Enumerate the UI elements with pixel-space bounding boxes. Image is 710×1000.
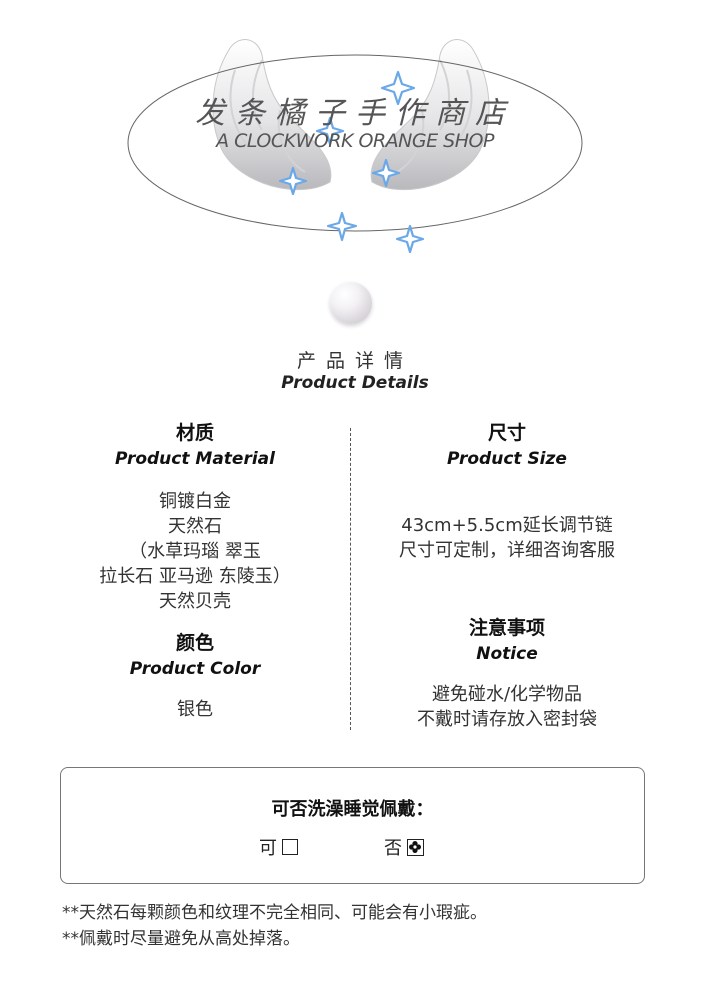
material-block: 材质 Product Material 铜镀白金 天然石 （水草玛瑙 翠玉 拉长… bbox=[40, 418, 350, 614]
wear-question-box: 可否洗澡睡觉佩戴： 可 否 bbox=[60, 767, 645, 884]
notice-title-cn: 注意事项 bbox=[468, 617, 545, 639]
sparkle-icon bbox=[395, 224, 425, 254]
section-title-cn: 产品详情 bbox=[296, 350, 413, 372]
size-line: 尺寸可定制，详细咨询客服 bbox=[399, 540, 615, 561]
size-block: 尺寸 Product Size 43cm+5.5cm延长调节链 尺寸可定制，详细… bbox=[352, 418, 662, 563]
color-title-cn: 颜色 bbox=[175, 632, 214, 654]
footnote-drop: **佩戴时尽量避免从高处掉落。 bbox=[62, 929, 300, 949]
logo-ellipse bbox=[127, 54, 583, 232]
material-line: 天然石 bbox=[168, 516, 222, 537]
color-block: 颜色 Product Color 银色 bbox=[40, 628, 350, 722]
material-title-cn: 材质 bbox=[175, 422, 214, 444]
notice-line: 不戴时请存放入密封袋 bbox=[417, 709, 597, 730]
option-yes[interactable]: 可 bbox=[259, 834, 298, 860]
material-title-en: Product Material bbox=[115, 449, 275, 469]
color-value: 银色 bbox=[177, 699, 213, 720]
wear-question-text: 可否洗澡睡觉佩戴： bbox=[271, 799, 434, 820]
shop-name-en: A CLOCKWORK ORANGE SHOP bbox=[216, 130, 494, 152]
material-line: 天然贝壳 bbox=[159, 591, 231, 612]
section-title-en: Product Details bbox=[281, 373, 429, 393]
left-wing-icon bbox=[212, 39, 332, 191]
column-divider bbox=[350, 428, 351, 730]
option-yes-checkbox[interactable] bbox=[282, 839, 298, 855]
pearl-icon bbox=[330, 282, 372, 324]
footnote-stone: **天然石每颗颜色和纹理不完全相同、可能会有小瑕疵。 bbox=[62, 903, 487, 923]
sparkle-icon bbox=[371, 158, 401, 188]
material-line: 铜镀白金 bbox=[159, 491, 231, 512]
sparkle-icon bbox=[315, 116, 345, 146]
right-wing-icon bbox=[370, 39, 490, 191]
notice-block: 注意事项 Notice 避免碰水/化学物品 不戴时请存放入密封袋 bbox=[352, 613, 662, 732]
sparkle-icon bbox=[380, 70, 416, 106]
size-title-en: Product Size bbox=[447, 449, 567, 469]
sparkle-icon bbox=[278, 166, 308, 196]
shop-name-cn: 发条橘子手作商店 bbox=[195, 96, 515, 131]
option-yes-label: 可 bbox=[259, 838, 277, 859]
shop-logo-graphic bbox=[127, 39, 583, 254]
size-title-cn: 尺寸 bbox=[487, 422, 526, 444]
notice-line: 避免碰水/化学物品 bbox=[431, 684, 583, 705]
notice-title-en: Notice bbox=[476, 644, 538, 664]
sparkle-icon bbox=[326, 211, 358, 242]
color-title-en: Product Color bbox=[129, 659, 261, 679]
material-line: 拉长石 亚马逊 东陵玉） bbox=[99, 566, 291, 587]
size-line: 43cm+5.5cm延长调节链 bbox=[401, 515, 613, 536]
material-line: （水草玛瑙 翠玉 bbox=[129, 541, 261, 562]
option-no-checkbox[interactable] bbox=[407, 838, 424, 856]
option-no-label: 否 bbox=[384, 838, 402, 859]
flower-check-icon bbox=[409, 840, 421, 853]
option-no[interactable]: 否 bbox=[384, 834, 424, 860]
